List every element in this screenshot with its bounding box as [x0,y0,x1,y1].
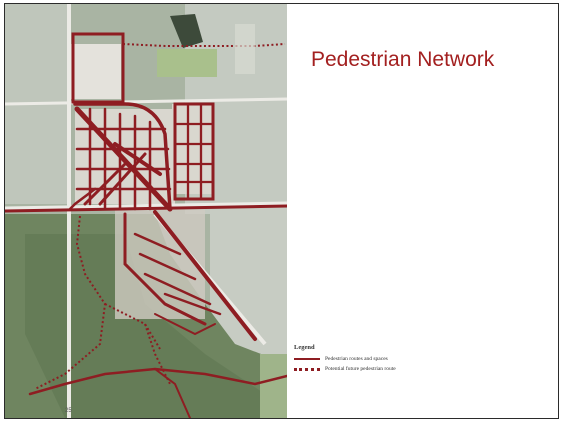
pond [170,14,203,48]
slide: Pedestrian Network Legend Pedestrian rou… [4,3,559,419]
building-east [235,24,255,74]
open-space-north [157,49,217,77]
town-center-block [71,44,121,99]
future-routes [34,43,286,390]
site-map [5,4,287,418]
legend-title: Legend [294,344,315,351]
legend-item-label: Pedestrian routes and spaces [325,356,388,362]
road-east-west-north [5,97,287,106]
pedestrian-routes [5,32,287,418]
legend-item-solid: Pedestrian routes and spaces [294,354,474,364]
slide-title: Pedestrian Network [311,48,495,71]
page-number: 25 [65,408,72,414]
road-east-west-main [5,201,287,212]
solid-line-swatch [294,357,320,361]
legend-item-dotted: Potential future pedestrian route [294,364,474,374]
east-blocks [172,104,212,194]
open-space-southeast [260,354,287,418]
forest-dense [25,234,287,418]
map-legend: Legend Pedestrian routes and spaces Pote… [294,344,474,374]
map-graphic [5,4,287,418]
legend-item-label: Potential future pedestrian route [325,366,396,372]
dotted-line-swatch [294,367,320,371]
